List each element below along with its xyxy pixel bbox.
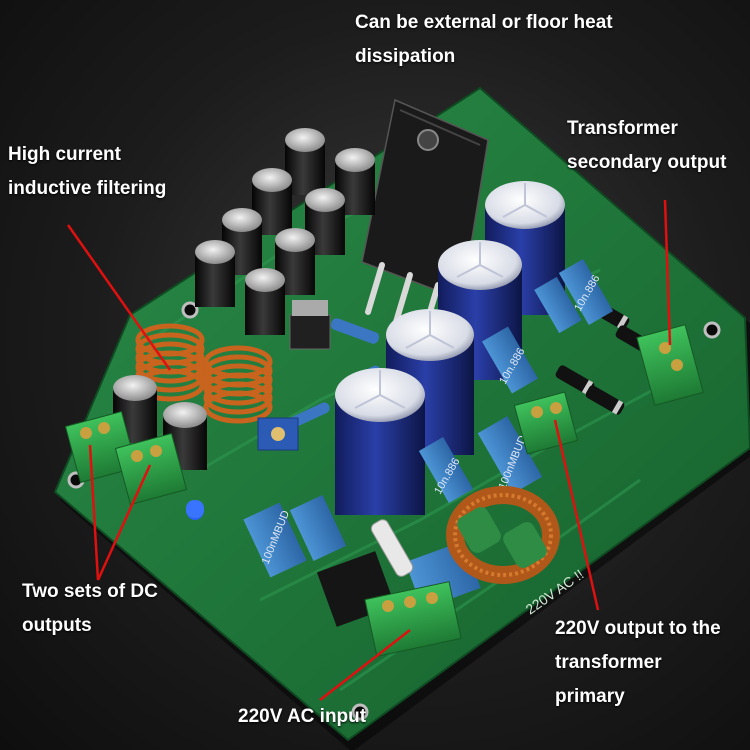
annotation-line: High current	[8, 144, 121, 165]
pointer-dc-2	[96, 464, 152, 581]
copper-inductors	[135, 323, 273, 424]
annotation-line: dissipation	[355, 46, 456, 67]
annotation-transformer-primary: 220V output to the transformer primary	[555, 612, 721, 714]
annotation-transformer-secondary: Transformer secondary output	[567, 112, 726, 180]
annotation-line: Two sets of DC	[22, 581, 158, 602]
annotation-line: Can be external or floor heat	[355, 12, 613, 33]
annotation-inductive-filtering: High current inductive filtering	[8, 138, 166, 206]
pointer-secondary	[663, 199, 672, 346]
pointer-dc-1	[88, 444, 100, 581]
annotation-heat-dissipation: Can be external or floor heat dissipatio…	[355, 6, 613, 74]
annotation-line: 220V output to the	[555, 618, 721, 639]
terminal-dc-output-2	[114, 432, 188, 506]
trimmer-pot	[257, 417, 299, 451]
annotation-line: Transformer	[567, 118, 678, 139]
annotation-line: primary	[555, 686, 625, 707]
terminal-transformer-primary	[513, 391, 579, 455]
large-electrolytic-caps	[335, 181, 565, 515]
pointer-ac-input	[319, 629, 411, 701]
small-electrolytic-caps	[195, 128, 375, 335]
annotation-line: secondary output	[567, 152, 727, 173]
terminal-transformer-secondary	[636, 324, 704, 406]
terminal-ac-input	[364, 581, 462, 657]
terminal-dc-output-1	[64, 410, 138, 484]
annotation-line: transformer	[555, 652, 662, 673]
annotation-line: outputs	[22, 615, 92, 636]
pointer-primary	[553, 419, 600, 611]
annotation-pointers	[66, 199, 672, 701]
annotation-ac-input: 220V AC input	[238, 700, 366, 734]
status-led	[186, 500, 204, 520]
annotation-line: inductive filtering	[8, 178, 167, 199]
voltage-regulator	[289, 300, 331, 350]
common-mode-choke	[446, 486, 560, 584]
annotation-dc-outputs: Two sets of DC outputs	[22, 575, 158, 643]
pointer-inductive	[66, 224, 172, 371]
annotation-line: 220V AC input	[238, 706, 367, 727]
